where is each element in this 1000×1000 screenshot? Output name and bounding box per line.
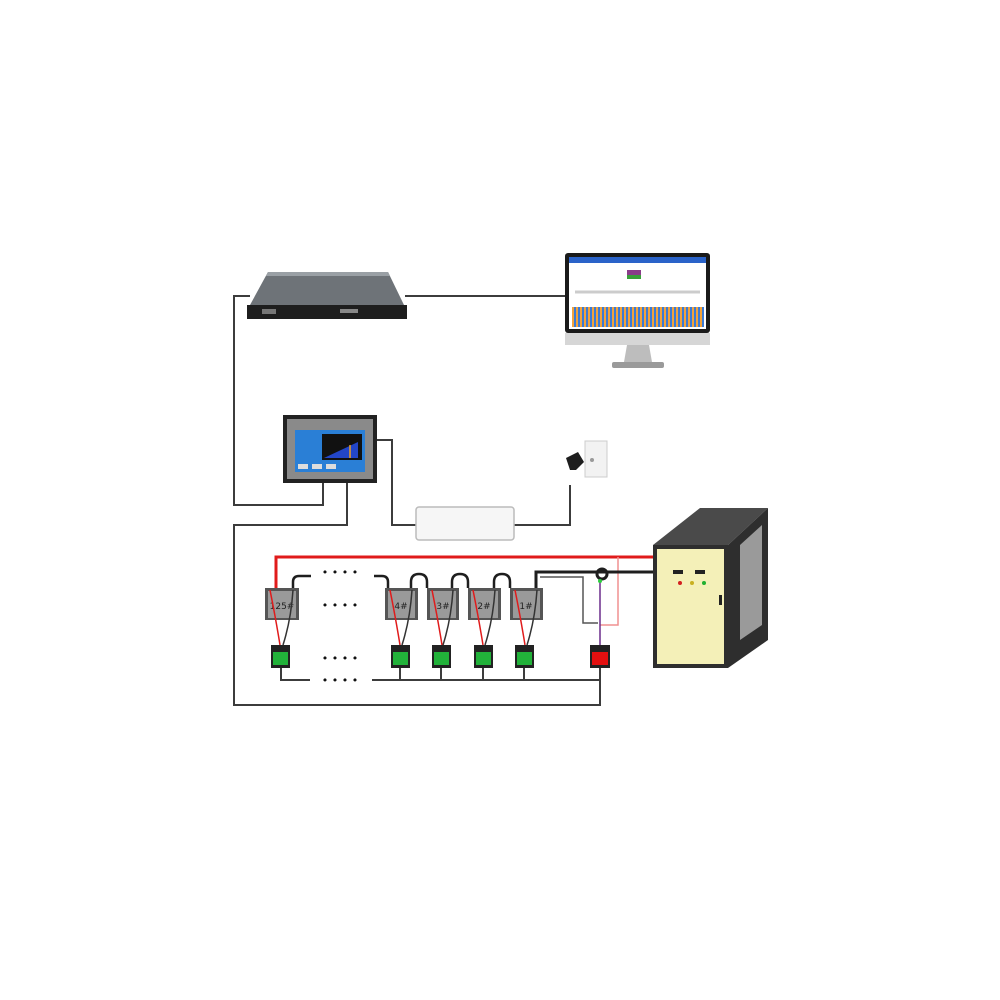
- status-led-yellow: [690, 581, 694, 585]
- power-plug-icon: [566, 452, 584, 470]
- hmi-touch-panel: [283, 415, 377, 483]
- monitor-bar-chart: [572, 307, 704, 327]
- sensor-leads: [269, 589, 538, 646]
- ellipsis: • • • •: [322, 652, 358, 665]
- battery-label: 125#: [270, 602, 295, 612]
- power-adapter: [415, 506, 515, 541]
- charger-cabinet: [653, 508, 768, 668]
- battery-label: 4#: [394, 602, 407, 612]
- current-sensor: [595, 567, 609, 645]
- status-led-green: [702, 581, 706, 585]
- cabinet-door-handle: [719, 595, 722, 605]
- battery-label: 1#: [519, 602, 532, 612]
- battery-label: 3#: [436, 602, 449, 612]
- bus-drops: [399, 668, 525, 680]
- monitoring-server: [247, 272, 407, 319]
- ellipsis: • • • •: [322, 599, 358, 612]
- ellipsis: • • • •: [322, 674, 358, 687]
- battery-links: [291, 572, 512, 588]
- pc-monitor: [565, 253, 710, 368]
- negative-bus-wire: [534, 570, 655, 588]
- cell-monitor-modules: [271, 645, 534, 668]
- current-module: [590, 645, 610, 668]
- positive-bus-wire: [274, 555, 655, 590]
- communication-wires: [233, 295, 601, 706]
- ellipsis: • • • •: [322, 566, 358, 579]
- battery-label: 2#: [477, 602, 490, 612]
- wall-socket: [584, 440, 608, 478]
- status-led-red: [678, 581, 682, 585]
- sense-wire: [600, 557, 619, 626]
